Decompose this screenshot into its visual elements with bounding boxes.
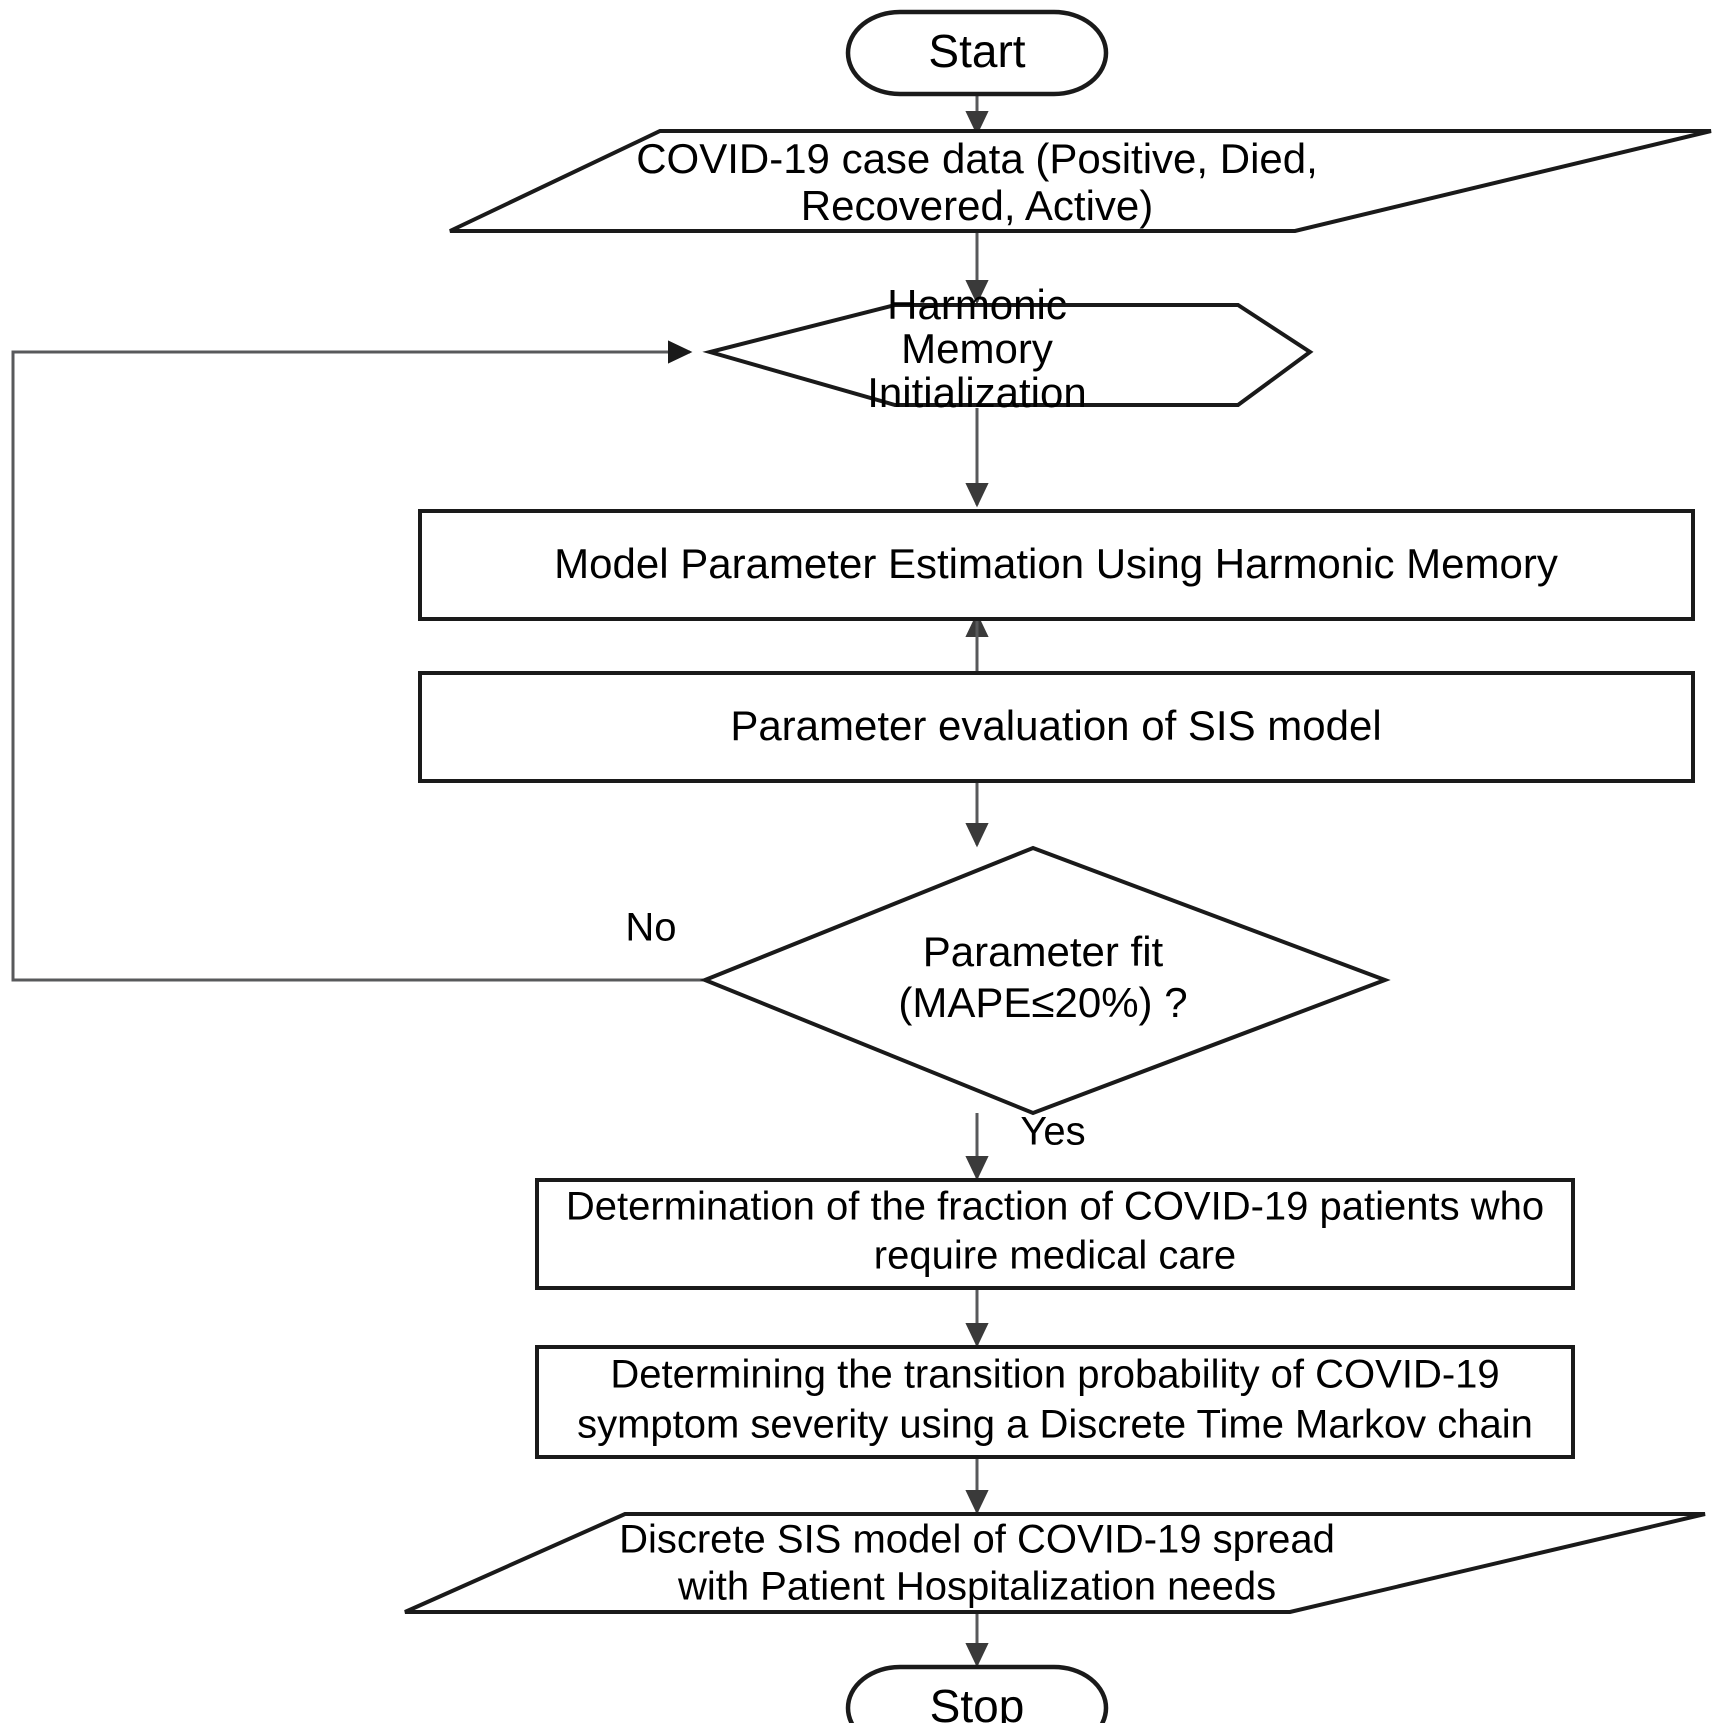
node-harmonic-init-line1: Harmonic [887,281,1067,328]
node-param-estimation-label: Model Parameter Estimation Using Harmoni… [554,540,1558,587]
node-start-shape[interactable] [845,9,1109,97]
node-output-model-line1: Discrete SIS model of COVID-19 spread [619,1518,1335,1562]
node-markov-chain-shape[interactable] [535,1345,1575,1459]
node-fraction-medical-care-line2: require medical care [874,1234,1236,1278]
edge-label-no: No [625,906,676,950]
node-harmonic-init-line2: Memory [901,325,1053,372]
connector-feedback-no-loop [11,340,705,982]
node-decision-line2: (MAPE≤20%) ? [898,979,1187,1026]
node-param-evaluation-label: Parameter evaluation of SIS model [730,702,1381,749]
node-fraction-medical-care-line1: Determination of the fraction of COVID-1… [566,1185,1544,1229]
node-output-model-line2: with Patient Hospitalization needs [677,1565,1276,1609]
node-input-data-line2: Recovered, Active) [801,182,1154,229]
node-decision-shape[interactable] [699,845,1391,1116]
node-start-label: Start [928,25,1025,77]
node-harmonic-init-line3: Initialization [867,369,1086,416]
node-input-data-shape[interactable] [449,129,1712,233]
node-decision-line1: Parameter fit [923,928,1164,975]
node-output-model-shape[interactable] [404,1512,1706,1614]
node-param-estimation-shape[interactable] [418,509,1695,621]
node-markov-chain-line2: symptom severity using a Discrete Time M… [577,1403,1533,1447]
node-param-evaluation-shape[interactable] [418,671,1695,783]
node-harmonic-init-shape[interactable] [702,303,1314,407]
node-markov-chain-line1: Determining the transition probability o… [610,1353,1499,1397]
node-fraction-medical-care-shape[interactable] [535,1178,1575,1290]
node-stop-label: Stop [930,1680,1025,1723]
edge-label-yes: Yes [1020,1110,1085,1154]
node-input-data-line1: COVID-19 case data (Positive, Died, [636,135,1318,182]
node-stop-shape[interactable] [845,1664,1109,1723]
